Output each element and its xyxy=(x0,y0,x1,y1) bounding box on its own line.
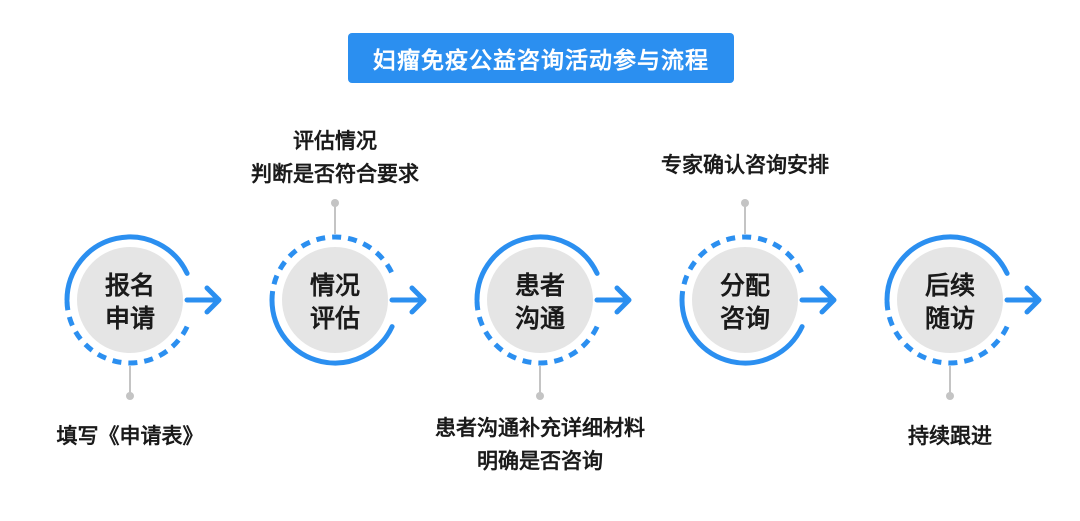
step-4-note: 专家确认咨询安排 xyxy=(625,149,865,182)
step-2-node xyxy=(269,199,427,366)
step-1-ring-dashed xyxy=(64,299,190,366)
step-5-connector-dot xyxy=(946,392,954,400)
page-title: 妇瘤免疫公益咨询活动参与流程 xyxy=(348,33,734,83)
step-1-line1: 报名 xyxy=(104,271,155,300)
step-2-arrow-icon xyxy=(409,285,427,315)
step-1-circle xyxy=(77,247,183,353)
step-5-arrow-icon xyxy=(1024,285,1042,315)
step-2-note-line-2: 判断是否符合要求 xyxy=(251,162,419,186)
step-3-line2: 沟通 xyxy=(514,304,565,333)
step-3-arrow-icon xyxy=(614,285,632,315)
step-5-ring-solid xyxy=(884,234,1010,303)
step-2-circle xyxy=(282,247,388,353)
step-2-note: 评估情况 判断是否符合要求 xyxy=(205,125,465,191)
step-1-note-line: 填写《申请表》 xyxy=(56,424,204,448)
step-4-node xyxy=(679,199,837,366)
step-5-ring-dashed xyxy=(884,299,1010,366)
step-3-note: 患者沟通补充详细材料 明确是否咨询 xyxy=(390,412,690,478)
step-2-ring-solid xyxy=(269,297,395,366)
step-2-line2: 评估 xyxy=(309,304,360,333)
step-2-ring-dashed xyxy=(269,234,395,301)
step-4-ring-dashed xyxy=(679,234,805,301)
step-5-note-line: 持续跟进 xyxy=(908,424,992,448)
step-5-label: 后续 随访 xyxy=(895,269,1005,335)
step-1-line2: 申请 xyxy=(104,304,155,333)
step-4-connector-dot xyxy=(741,199,749,207)
step-3-label: 患者 沟通 xyxy=(485,269,595,335)
step-4-line1: 分配 xyxy=(719,271,770,300)
step-2-line1: 情况 xyxy=(309,271,360,300)
step-1-arrow-icon xyxy=(204,285,222,315)
step-2-label: 情况 评估 xyxy=(280,269,390,335)
step-4-circle xyxy=(692,247,798,353)
step-5-line1: 后续 xyxy=(924,271,975,300)
step-3-note-line-1: 患者沟通补充详细材料 xyxy=(435,416,645,440)
step-4-label: 分配 咨询 xyxy=(690,269,800,335)
step-4-note-line: 专家确认咨询安排 xyxy=(661,153,829,177)
step-3-connector-dot xyxy=(536,392,544,400)
step-5-node xyxy=(884,234,1042,400)
step-3-circle xyxy=(487,247,593,353)
step-1-connector-dot xyxy=(126,392,134,400)
step-1-note: 填写《申请表》 xyxy=(20,420,240,453)
step-2-note-line-1: 评估情况 xyxy=(293,129,377,153)
step-3-ring-dashed xyxy=(474,299,600,366)
step-3-ring-solid xyxy=(474,234,600,303)
step-3-node xyxy=(474,234,632,400)
step-1-ring-solid xyxy=(64,234,190,303)
step-4-ring-solid xyxy=(679,297,805,366)
step-4-line2: 咨询 xyxy=(719,304,770,333)
step-2-connector-dot xyxy=(331,199,339,207)
step-1-node xyxy=(64,234,222,400)
step-5-circle xyxy=(897,247,1003,353)
step-3-line1: 患者 xyxy=(514,271,565,300)
step-5-note: 持续跟进 xyxy=(870,420,1030,453)
step-4-arrow-icon xyxy=(819,285,837,315)
step-3-note-line-2: 明确是否咨询 xyxy=(477,449,603,473)
step-5-line2: 随访 xyxy=(924,304,975,333)
step-1-label: 报名 申请 xyxy=(75,269,185,335)
